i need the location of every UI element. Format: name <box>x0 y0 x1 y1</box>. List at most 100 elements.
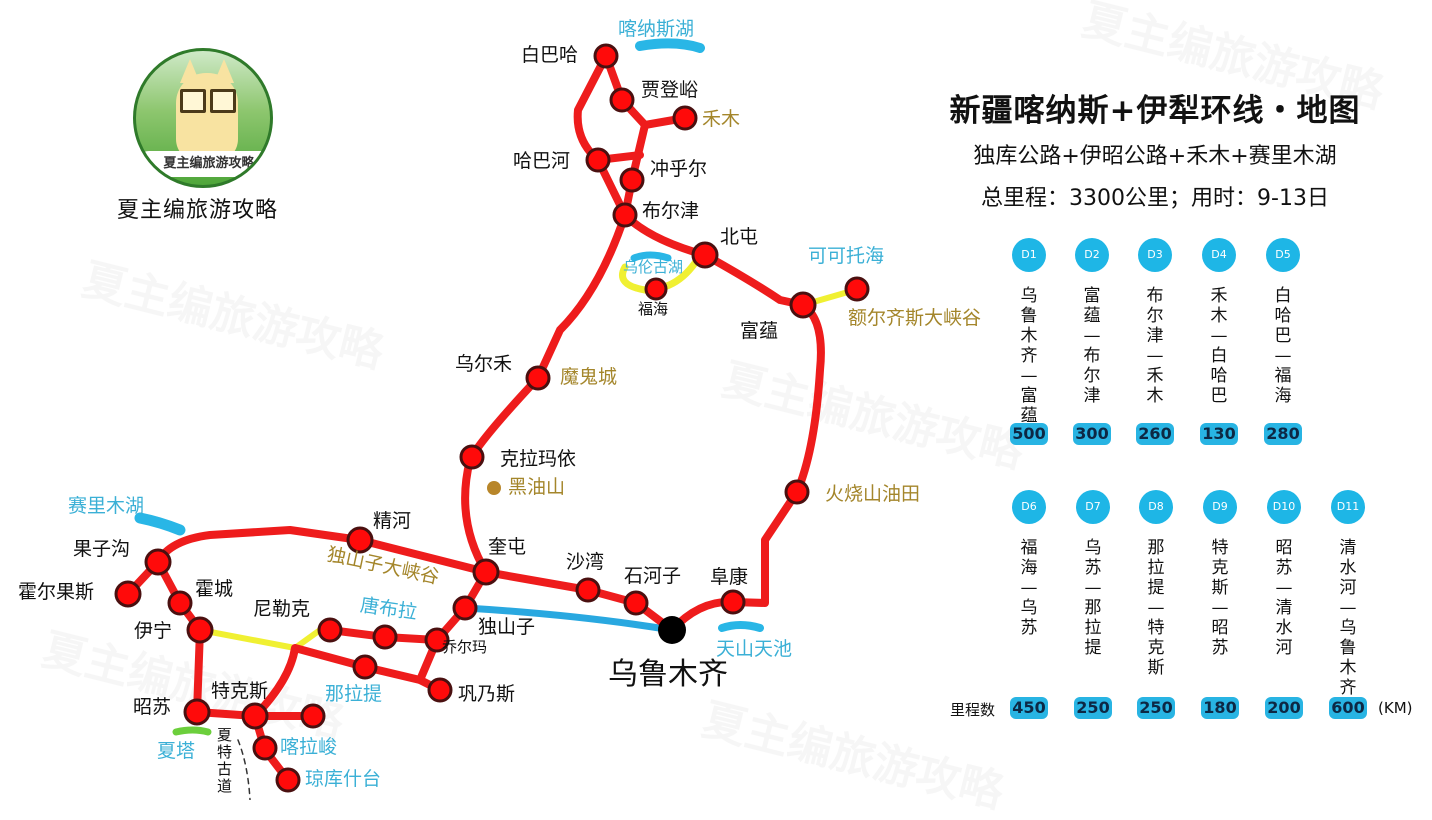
trip-summary: 总里程：3300公里；用时：9-13日 <box>981 186 1329 211</box>
day-column-d10: D10 昭苏—清水河 <box>1262 490 1306 658</box>
label-tekesi: 特克斯 <box>211 680 269 702</box>
day-badge: D3 <box>1138 238 1172 272</box>
day-column-d9: D9 特克斯—昭苏 <box>1198 490 1242 658</box>
label-fukang: 阜康 <box>710 566 749 588</box>
km-pill-d7: 250 <box>1074 697 1112 719</box>
route-map <box>114 38 870 800</box>
day-column-d1: D1 乌鲁木齐—富蕴 <box>1007 238 1051 426</box>
day-route: 富蕴—布尔津 <box>1083 286 1101 406</box>
km-unit: (KM) <box>1378 699 1413 717</box>
day-route: 那拉提—特克斯 <box>1147 538 1165 678</box>
day-badge: D6 <box>1012 490 1046 524</box>
label-urumqi: 乌鲁木齐 <box>608 657 728 692</box>
label-zhaosu: 昭苏 <box>133 696 172 718</box>
label-xiata: 夏塔 <box>157 740 196 762</box>
label-qiaoerma: 乔尔玛 <box>442 638 488 656</box>
km-pill-d10: 200 <box>1265 697 1303 719</box>
label-wuerhe: 乌尔禾 <box>455 353 513 375</box>
label-nalati: 那拉提 <box>325 683 383 705</box>
label-hemu: 禾木 <box>702 108 741 130</box>
day-badge: D2 <box>1075 238 1109 272</box>
label-beitun: 北屯 <box>720 226 759 248</box>
label-irtysh-canyon: 额尔齐斯大峡谷 <box>848 307 982 329</box>
label-ulungur-lake: 乌伦古湖 <box>623 258 684 276</box>
day-route: 清水河—乌鲁木齐 <box>1339 538 1357 698</box>
kanas-lake-shape <box>635 38 705 53</box>
label-qiongkushitai: 琼库什台 <box>305 768 382 790</box>
label-chonghuer: 冲乎尔 <box>650 158 708 180</box>
duku-highway-blue-route <box>462 604 676 634</box>
day-route: 特克斯—昭苏 <box>1211 538 1229 658</box>
cartoon-horse-with-glasses-icon: 夏主编旅游攻略 <box>133 48 273 188</box>
xiate-trail-dashed <box>237 739 251 800</box>
brand-logo: 夏主编旅游攻略 <box>130 45 300 215</box>
day-route: 昭苏—清水河 <box>1275 538 1293 658</box>
label-shawan: 沙湾 <box>566 551 605 573</box>
label-heiyoushan: 黑油山 <box>508 476 566 498</box>
label-kalajun: 喀拉峻 <box>280 736 338 758</box>
label-habahe: 哈巴河 <box>513 150 571 172</box>
day-column-d4: D4 禾木—白哈巴 <box>1197 238 1241 406</box>
day-column-d7: D7 乌苏—那拉提 <box>1071 490 1115 658</box>
km-label: 里程数 <box>950 701 996 719</box>
label-tianchi: 天山天池 <box>716 638 793 660</box>
day-badge: D10 <box>1267 490 1301 524</box>
day-badge: D1 <box>1012 238 1046 272</box>
label-jiadengyu: 贾登峪 <box>641 79 699 101</box>
label-fuhai: 福海 <box>638 300 669 318</box>
day-column-d11: D11 清水河—乌鲁木齐 <box>1326 490 1370 698</box>
heiyoushan-dot <box>487 481 501 495</box>
label-sayram-lake: 赛里木湖 <box>68 495 145 517</box>
day-badge: D9 <box>1203 490 1237 524</box>
day-badge: D4 <box>1202 238 1236 272</box>
day-route: 布尔津—禾木 <box>1146 286 1164 406</box>
day-column-d3: D3 布尔津—禾木 <box>1133 238 1177 406</box>
day-badge: D7 <box>1076 490 1110 524</box>
day-column-d8: D8 那拉提—特克斯 <box>1134 490 1178 678</box>
label-huoshaoshan: 火烧山油田 <box>825 483 921 505</box>
label-karamay: 克拉玛依 <box>500 448 577 470</box>
urumqi-node <box>658 616 686 644</box>
km-pill-d8: 250 <box>1137 697 1175 719</box>
label-jinghe: 精河 <box>373 510 412 532</box>
label-moguicheng: 魔鬼城 <box>560 366 618 388</box>
day-badge: D5 <box>1266 238 1300 272</box>
day-column-d6: D6 福海—乌苏 <box>1007 490 1051 638</box>
label-khorgas: 霍尔果斯 <box>18 581 95 603</box>
label-baihaba: 白巴哈 <box>521 44 579 66</box>
page-title: 新疆喀纳斯+伊犁环线・地图 <box>949 93 1361 129</box>
label-yining: 伊宁 <box>134 620 173 642</box>
label-huocheng: 霍城 <box>195 578 234 600</box>
label-keketuohai: 可可托海 <box>808 245 885 267</box>
brand-name: 夏主编旅游攻略 <box>117 198 279 223</box>
label-shihezi: 石河子 <box>624 565 682 587</box>
ulungur-lake-shape <box>630 251 672 262</box>
page-subtitle: 独库公路+伊昭公路+禾木+赛里木湖 <box>973 144 1337 169</box>
logo-banner-text: 夏主编旅游攻略 <box>136 151 270 177</box>
label-gongnaisi: 巩乃斯 <box>458 683 516 705</box>
label-dushanzi: 独山子 <box>478 616 536 638</box>
city-nodes <box>114 43 870 793</box>
day-route: 福海—乌苏 <box>1020 538 1038 638</box>
day-route: 白哈巴—福海 <box>1274 286 1292 406</box>
day-column-d5: D5 白哈巴—福海 <box>1261 238 1305 406</box>
day-column-d2: D2 富蕴—布尔津 <box>1070 238 1114 406</box>
km-pill-d6: 450 <box>1010 697 1048 719</box>
label-kanas-lake: 喀纳斯湖 <box>618 18 695 40</box>
km-pill-d1: 500 <box>1010 423 1048 445</box>
label-xiate-trail: 夏特古道 <box>217 726 233 795</box>
label-fuyun: 富蕴 <box>740 320 779 342</box>
tianchi-lake-shape <box>718 621 764 632</box>
day-badge: D8 <box>1139 490 1173 524</box>
km-pill-d11: 600 <box>1329 697 1367 719</box>
km-pill-d4: 130 <box>1200 423 1238 445</box>
day-route: 乌鲁木齐—富蕴 <box>1020 286 1038 426</box>
label-nileke: 尼勒克 <box>253 598 311 620</box>
day-route: 乌苏—那拉提 <box>1084 538 1102 658</box>
label-kuitun: 奎屯 <box>488 536 527 558</box>
km-pill-d9: 180 <box>1201 697 1239 719</box>
km-pill-d2: 300 <box>1073 423 1111 445</box>
km-pill-d3: 260 <box>1136 423 1174 445</box>
label-buerjin: 布尔津 <box>642 200 700 222</box>
km-pill-d5: 280 <box>1264 423 1302 445</box>
